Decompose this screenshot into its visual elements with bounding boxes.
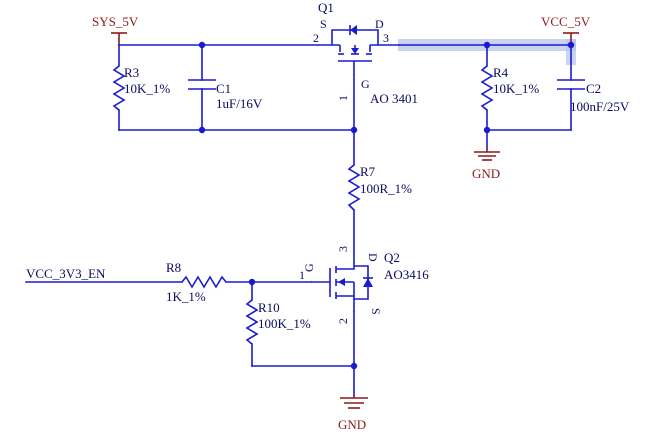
q2-pin-s-num: 2 bbox=[336, 318, 350, 324]
q2-pin-g-num: 1 bbox=[299, 268, 305, 282]
vcc-5v-label: VCC_5V bbox=[541, 14, 591, 29]
vcc-3v3-en-label: VCC_3V3_EN bbox=[26, 266, 106, 281]
q1-pin-s-num: 2 bbox=[313, 31, 319, 45]
r10-ref: R10 bbox=[258, 300, 280, 315]
c2-value: 100nF/25V bbox=[570, 99, 630, 114]
q2-pin-d-num: 3 bbox=[336, 246, 350, 252]
r10-value: 100K_1% bbox=[258, 316, 311, 331]
resistor-r3[interactable]: R3 10K_1% bbox=[112, 65, 170, 111]
q1-pin-g-name: G bbox=[361, 77, 370, 91]
q2-ref: Q2 bbox=[384, 250, 400, 265]
sys-5v-label: SYS_5V bbox=[92, 14, 139, 29]
r8-ref: R8 bbox=[166, 260, 181, 275]
gnd-symbol-top[interactable]: GND bbox=[472, 148, 500, 181]
mosfet-q1[interactable]: Q1 S D 2 3 G 1 AO 3401 bbox=[313, 0, 418, 106]
capacitor-c1[interactable]: C1 1uF/16V bbox=[188, 79, 263, 111]
r7-value: 100R_1% bbox=[360, 181, 412, 196]
r7-ref: R7 bbox=[360, 164, 376, 179]
sys-5v-power-port[interactable]: SYS_5V bbox=[92, 14, 139, 45]
gnd-top-label: GND bbox=[472, 166, 500, 181]
q1-pin-d-num: 3 bbox=[383, 31, 389, 45]
r4-ref: R4 bbox=[493, 65, 509, 80]
capacitor-c2[interactable]: C2 100nF/25V bbox=[557, 79, 630, 114]
q1-ref: Q1 bbox=[318, 0, 334, 15]
resistor-r7[interactable]: R7 100R_1% bbox=[347, 164, 412, 211]
gnd-bottom-label: GND bbox=[338, 417, 366, 432]
q1-part: AO 3401 bbox=[370, 91, 418, 106]
r8-value: 1K_1% bbox=[166, 289, 206, 304]
q2-pin-d-name: D bbox=[366, 253, 380, 262]
q2-pin-g-name: G bbox=[302, 263, 316, 272]
gnd-symbol-bottom[interactable]: GND bbox=[338, 395, 368, 432]
c2-ref: C2 bbox=[586, 81, 601, 96]
q2-pin-s-name: S bbox=[369, 308, 383, 315]
q1-pin-s-name: S bbox=[320, 17, 327, 31]
r3-value: 10K_1% bbox=[124, 81, 170, 96]
q1-pin-d-name: D bbox=[375, 17, 384, 31]
mosfet-q2[interactable]: 3 D Q2 AO3416 G 1 2 S bbox=[299, 246, 429, 324]
r3-ref: R3 bbox=[124, 65, 139, 80]
r4-value: 10K_1% bbox=[493, 81, 539, 96]
q2-part: AO3416 bbox=[384, 267, 429, 282]
c1-ref: C1 bbox=[216, 81, 231, 96]
q1-pin-g-num: 1 bbox=[336, 95, 350, 101]
resistor-r8[interactable]: R8 1K_1% bbox=[166, 260, 227, 304]
resistor-r4[interactable]: R4 10K_1% bbox=[480, 65, 539, 111]
c1-value: 1uF/16V bbox=[216, 96, 263, 111]
vcc-5v-power-port[interactable]: VCC_5V bbox=[541, 14, 591, 45]
resistor-r10[interactable]: R10 100K_1% bbox=[245, 299, 311, 345]
